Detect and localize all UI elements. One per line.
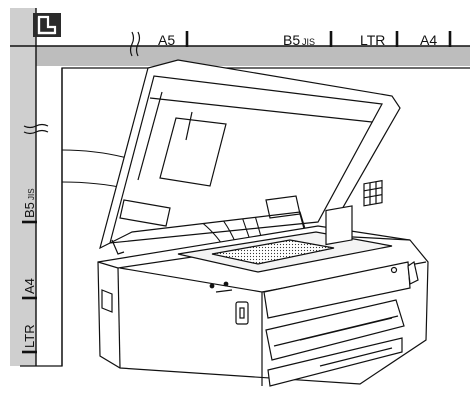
top-label-ltr: LTR <box>360 32 385 48</box>
printer-illustration <box>97 59 429 387</box>
left-label-b5jis: B5 JIS <box>22 188 37 218</box>
document-on-glass <box>211 239 335 265</box>
touch-screen <box>325 205 353 246</box>
scale-break-icon-left <box>23 123 49 135</box>
left-label-a4: A4 <box>22 278 37 294</box>
scale-break-icon <box>129 31 141 57</box>
keypad-icon <box>363 179 383 207</box>
left-label-b5: B5 <box>22 202 37 218</box>
top-label-b5jis: B5 JIS <box>283 32 315 48</box>
scale-band <box>10 8 470 366</box>
control-panel <box>263 261 411 319</box>
top-label-jis: JIS <box>302 37 315 47</box>
top-label-a5: A5 <box>158 32 175 48</box>
document-corner-icon <box>33 13 61 37</box>
left-label-ltr-group: LTR <box>22 324 37 348</box>
glass-frame <box>20 67 470 367</box>
scanner-lid <box>99 59 401 250</box>
left-label-jis: JIS <box>27 188 36 200</box>
left-scale-ticks <box>22 220 37 354</box>
top-label-b5: B5 <box>283 32 300 48</box>
left-label-ltr: LTR <box>22 324 37 348</box>
output-tray <box>265 299 405 361</box>
power-button <box>390 266 398 274</box>
top-scale-ticks <box>185 31 452 47</box>
left-label-a4-group: A4 <box>22 278 37 294</box>
top-label-a4: A4 <box>420 32 437 48</box>
